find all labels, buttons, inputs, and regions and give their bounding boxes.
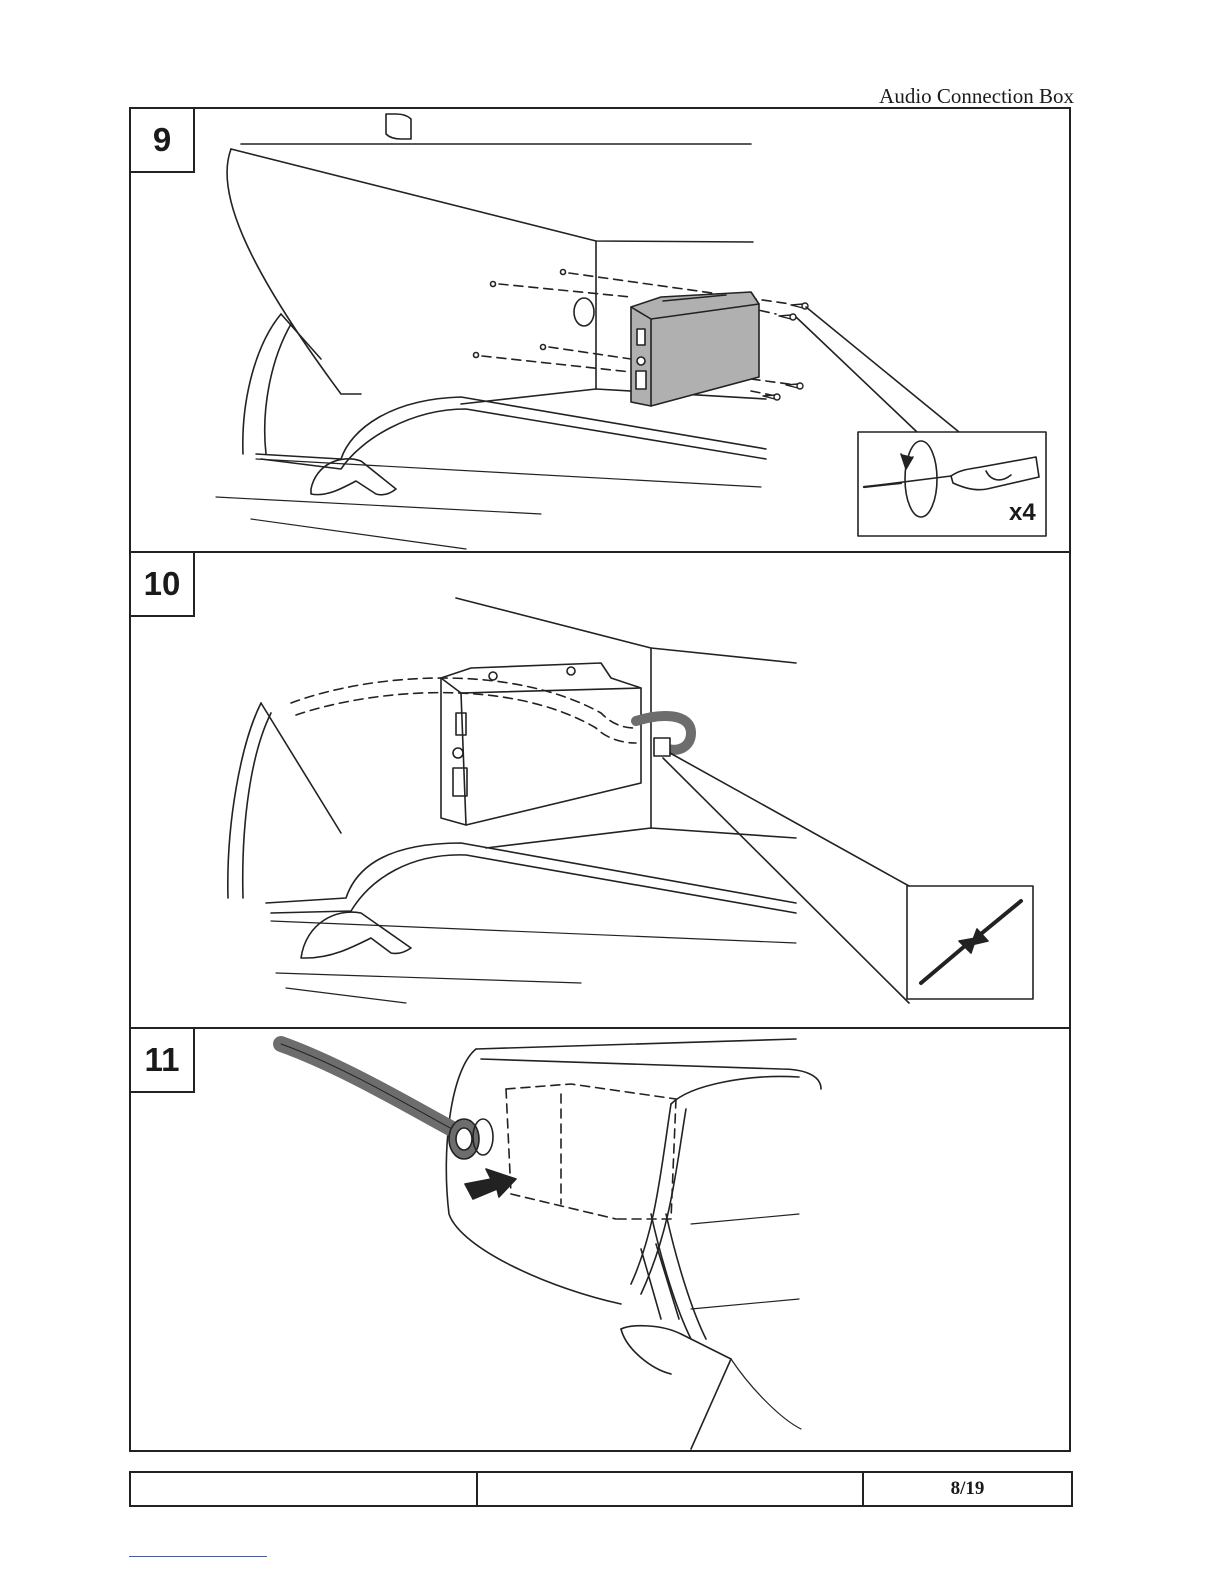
step-number: 10	[131, 553, 195, 617]
link-underline	[129, 1556, 267, 1557]
document-title: Audio Connection Box	[879, 84, 1074, 109]
page-number: 8/19	[864, 1473, 1071, 1505]
step-11-panel: 11	[131, 1029, 1069, 1452]
step-number: 9	[131, 109, 195, 173]
callout-quantity-label: x4	[1009, 499, 1036, 527]
step-9-panel: 9 x4	[131, 109, 1069, 553]
step-11-illustration	[131, 1029, 1068, 1452]
footer-cell-2	[478, 1473, 864, 1505]
step-9-illustration	[131, 109, 1068, 553]
step-number: 11	[131, 1029, 195, 1093]
step-10-panel: 10	[131, 553, 1069, 1029]
instruction-frame: 9 x4	[129, 107, 1071, 1452]
step-10-illustration	[131, 553, 1068, 1029]
footer-table: 8/19	[129, 1471, 1073, 1507]
footer-cell-1	[131, 1473, 478, 1505]
